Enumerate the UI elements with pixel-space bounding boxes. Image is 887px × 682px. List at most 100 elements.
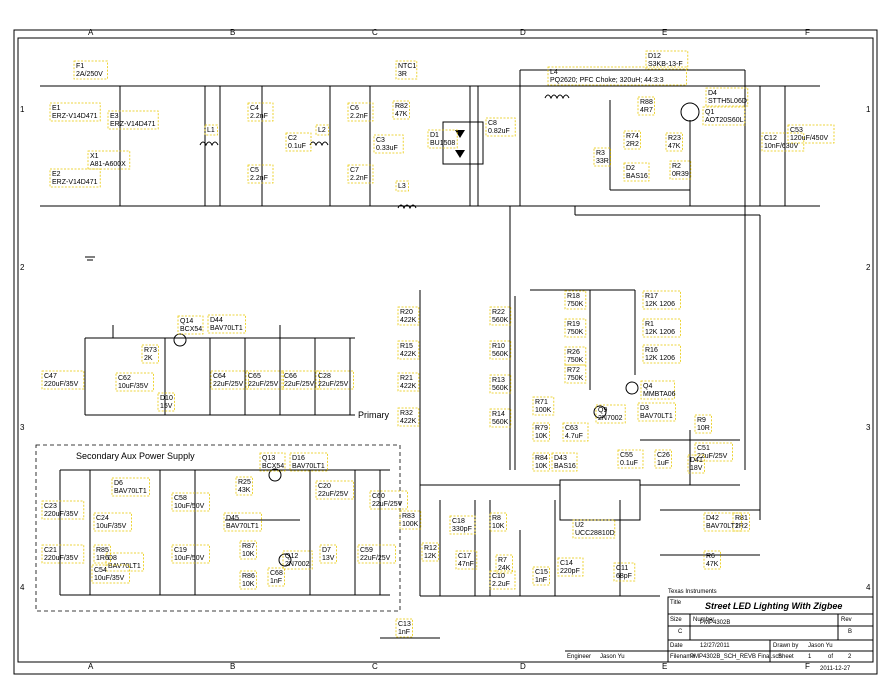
component-value: 0.33uF [376, 145, 398, 152]
component-ref: D12 [648, 53, 661, 60]
component-value: 0.82uF [488, 128, 510, 135]
component-value: 750K [567, 329, 584, 336]
inner-frame [17, 37, 874, 663]
component-value: S3KB-13-F [648, 61, 683, 68]
component-value: 0.1uF [620, 460, 638, 467]
component-ref: C26 [657, 452, 670, 459]
component-value: 220uF/35V [44, 511, 79, 518]
component-ref: D4 [708, 90, 717, 97]
component-value: 2N7002 [285, 561, 310, 568]
component-value: STTH5L06D [708, 98, 747, 105]
date-label: Date [670, 643, 683, 649]
component-value: 15V [160, 403, 173, 410]
choke-l3-symbol [397, 204, 417, 210]
component-ref: C8 [488, 120, 497, 127]
component-ref: R22 [492, 309, 505, 316]
component-ref: D10 [160, 395, 173, 402]
component-value: 2A/250V [76, 71, 103, 78]
component-value: 47K [395, 111, 408, 118]
component-symbols [85, 94, 700, 567]
component-ref: L4 [550, 69, 558, 76]
component-ref: C63 [565, 425, 578, 432]
component-ref: D1 [430, 132, 439, 139]
component-ref: D43 [554, 455, 567, 462]
component-value: 47nF [458, 561, 474, 568]
component-value: 10K [242, 581, 255, 588]
component-value: 12K 1206 [645, 329, 675, 336]
component-value: 10K [242, 551, 255, 558]
component-value: 12K 1206 [645, 301, 675, 308]
component-value: 2K [144, 355, 153, 362]
secondary-aux-box [35, 444, 401, 612]
component-value: 120uF/450V [790, 135, 828, 142]
component-value: 47K [706, 561, 719, 568]
component-ref: C12 [764, 135, 777, 142]
component-value: BAV70LT1 [706, 523, 739, 530]
grid-row-label: 4 [20, 583, 25, 592]
component-ref: R18 [567, 293, 580, 300]
component-value: BCX54 [262, 463, 284, 470]
component-ref: C2 [288, 135, 297, 142]
component-value: 220uF/35V [44, 555, 79, 562]
number-value: PMP4302B [700, 620, 730, 626]
component-value: BAV70LT1 [292, 463, 325, 470]
component-ref: R72 [567, 367, 580, 374]
component-value: AOT20S60L [705, 117, 744, 124]
component-ref: C55 [620, 452, 633, 459]
component-ref: NTC1 [398, 63, 416, 70]
component-value: 330pF [452, 526, 472, 533]
component-ref: R73 [144, 347, 157, 354]
grid-column-label: C [372, 28, 378, 37]
grid-column-label: E [662, 28, 667, 37]
component-ref: Q4 [643, 383, 652, 390]
component-value: ERZ-V14D471 [110, 121, 156, 128]
secondary-section-label: Secondary Aux Power Supply [76, 451, 195, 461]
component-value: 22uF/25V [318, 491, 349, 498]
component-value: 220pF [560, 568, 580, 575]
component-ref: C66 [284, 373, 297, 380]
component-value: 1uF [657, 460, 669, 467]
component-value: 1R6 [96, 555, 109, 562]
component-value: 1nF [270, 578, 282, 585]
engineer-label: Engineer [567, 654, 591, 660]
component-value: BAV70LT1 [640, 413, 673, 420]
component-ref: C23 [44, 503, 57, 510]
pfc-choke-symbol [544, 94, 570, 100]
component-ref: R8 [492, 515, 501, 522]
component-value: 2N7002 [598, 415, 623, 422]
component-ref: R79 [535, 425, 548, 432]
engineer-value: Jason Yu [600, 654, 625, 660]
component-ref: R7 [498, 557, 507, 564]
component-ref: C5 [250, 167, 259, 174]
component-value: 12K [424, 553, 437, 560]
component-ref: D7 [322, 547, 331, 554]
component-ref: C11 [616, 565, 628, 572]
print-date: 2011-12-27 [820, 666, 851, 672]
grid-column-label: E [662, 662, 667, 671]
component-label-c6: C62.2nF [347, 102, 374, 122]
